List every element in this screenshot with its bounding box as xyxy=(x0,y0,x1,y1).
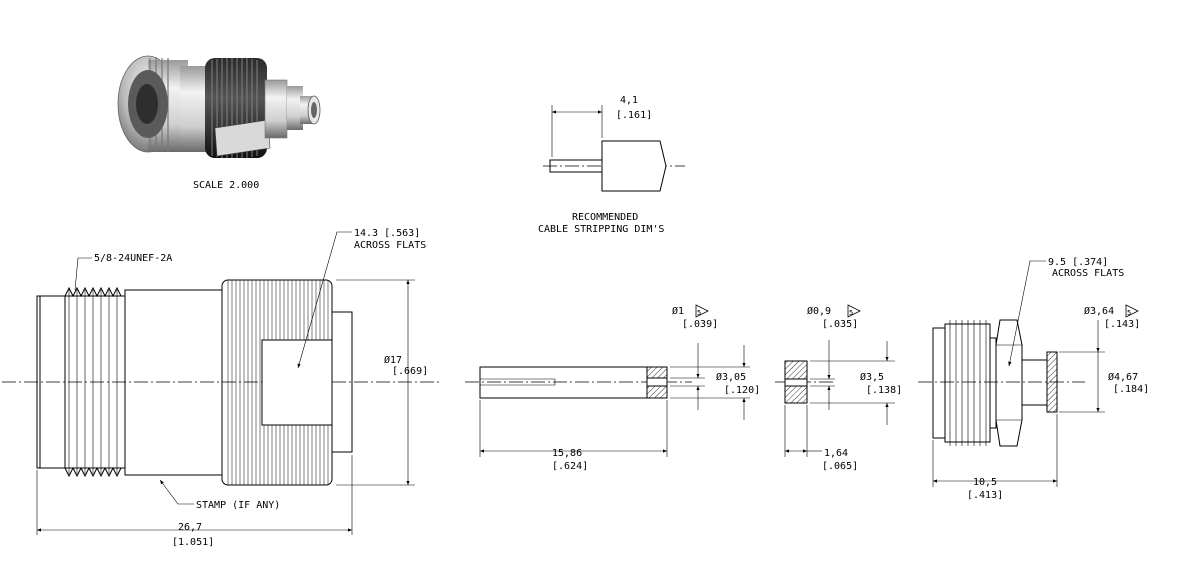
pin-note-flag xyxy=(695,304,709,318)
iso-connector-render xyxy=(117,55,321,158)
strip-caption-line1: RECOMMENDED xyxy=(572,212,638,223)
strip-caption-line2: CABLE STRIPPING DIM'S xyxy=(538,224,664,235)
body-outer-diameter-inch: [.184] xyxy=(1113,384,1149,395)
insulator-hole-diameter: Ø0,9 xyxy=(807,305,831,317)
thread-profile xyxy=(64,286,126,478)
body-note-flag xyxy=(1125,304,1139,318)
strip-length-inch: [.161] xyxy=(616,110,652,121)
pin-note-number: 5 xyxy=(697,309,701,317)
body-thread-profile xyxy=(944,320,991,446)
flats-label: ACROSS FLATS xyxy=(354,240,426,251)
pin-tip-diameter: Ø1 xyxy=(672,305,684,317)
pin-length-mm: 15,86 xyxy=(552,448,582,459)
flats-dimension: 14.3 [.563] xyxy=(354,228,420,239)
insulator-view: Ø0,9 5 [.035] Ø3,5 [.138] 1,64 [.065] xyxy=(775,304,902,472)
body-length-mm: 10,5 xyxy=(973,477,997,488)
stamp-label: STAMP (IF ANY) xyxy=(196,500,280,511)
body-bore-diameter: Ø3,64 xyxy=(1084,305,1114,317)
insulator-outer-diameter: Ø3,5 xyxy=(860,371,884,383)
isometric-view: SCALE 2.000 xyxy=(117,55,321,191)
body-outer-diameter: Ø4,67 xyxy=(1108,371,1138,383)
strip-length-mm: 4,1 xyxy=(620,95,638,106)
connector-side-view: 5/8-24UNEF-2A 14.3 [.563] ACROSS FLATS Ø… xyxy=(2,228,440,548)
insulator-width-mm: 1,64 xyxy=(824,448,848,459)
overall-length-inch: [1.051] xyxy=(172,537,214,548)
pin-length-inch: [.624] xyxy=(552,461,588,472)
outer-diameter: Ø17 xyxy=(384,354,402,366)
center-pin-view: Ø1 5 [.039] Ø3,05 [.120] 15,86 [.624] xyxy=(465,304,760,472)
stripping-view: 4,1 [.161] RECOMMENDED CABLE STRIPPING D… xyxy=(538,95,685,235)
body-bore-diameter-inch: [.143] xyxy=(1104,319,1140,330)
insulator-note-flag xyxy=(847,304,861,318)
scale-label: SCALE 2.000 xyxy=(193,180,259,191)
body-note-number: 5 xyxy=(1127,309,1131,317)
insulator-hole-diameter-inch: [.035] xyxy=(822,319,858,330)
body-side-view: 9.5 [.374] ACROSS FLATS Ø3,64 5 [.143] Ø… xyxy=(918,257,1149,501)
body-flats-label: ACROSS FLATS xyxy=(1052,268,1124,279)
body-length-inch: [.413] xyxy=(967,490,1003,501)
body-flats-dimension: 9.5 [.374] xyxy=(1048,257,1108,268)
pin-tip-diameter-inch: [.039] xyxy=(682,319,718,330)
insulator-outer-diameter-inch: [.138] xyxy=(866,385,902,396)
pin-body-diameter: Ø3,05 xyxy=(716,371,746,383)
pin-body-diameter-inch: [.120] xyxy=(724,385,760,396)
insulator-note-number: 5 xyxy=(849,309,853,317)
thread-spec-label: 5/8-24UNEF-2A xyxy=(94,253,172,264)
outer-diameter-inch: [.669] xyxy=(392,366,428,377)
insulator-width-inch: [.065] xyxy=(822,461,858,472)
overall-length-mm: 26,7 xyxy=(178,522,202,533)
